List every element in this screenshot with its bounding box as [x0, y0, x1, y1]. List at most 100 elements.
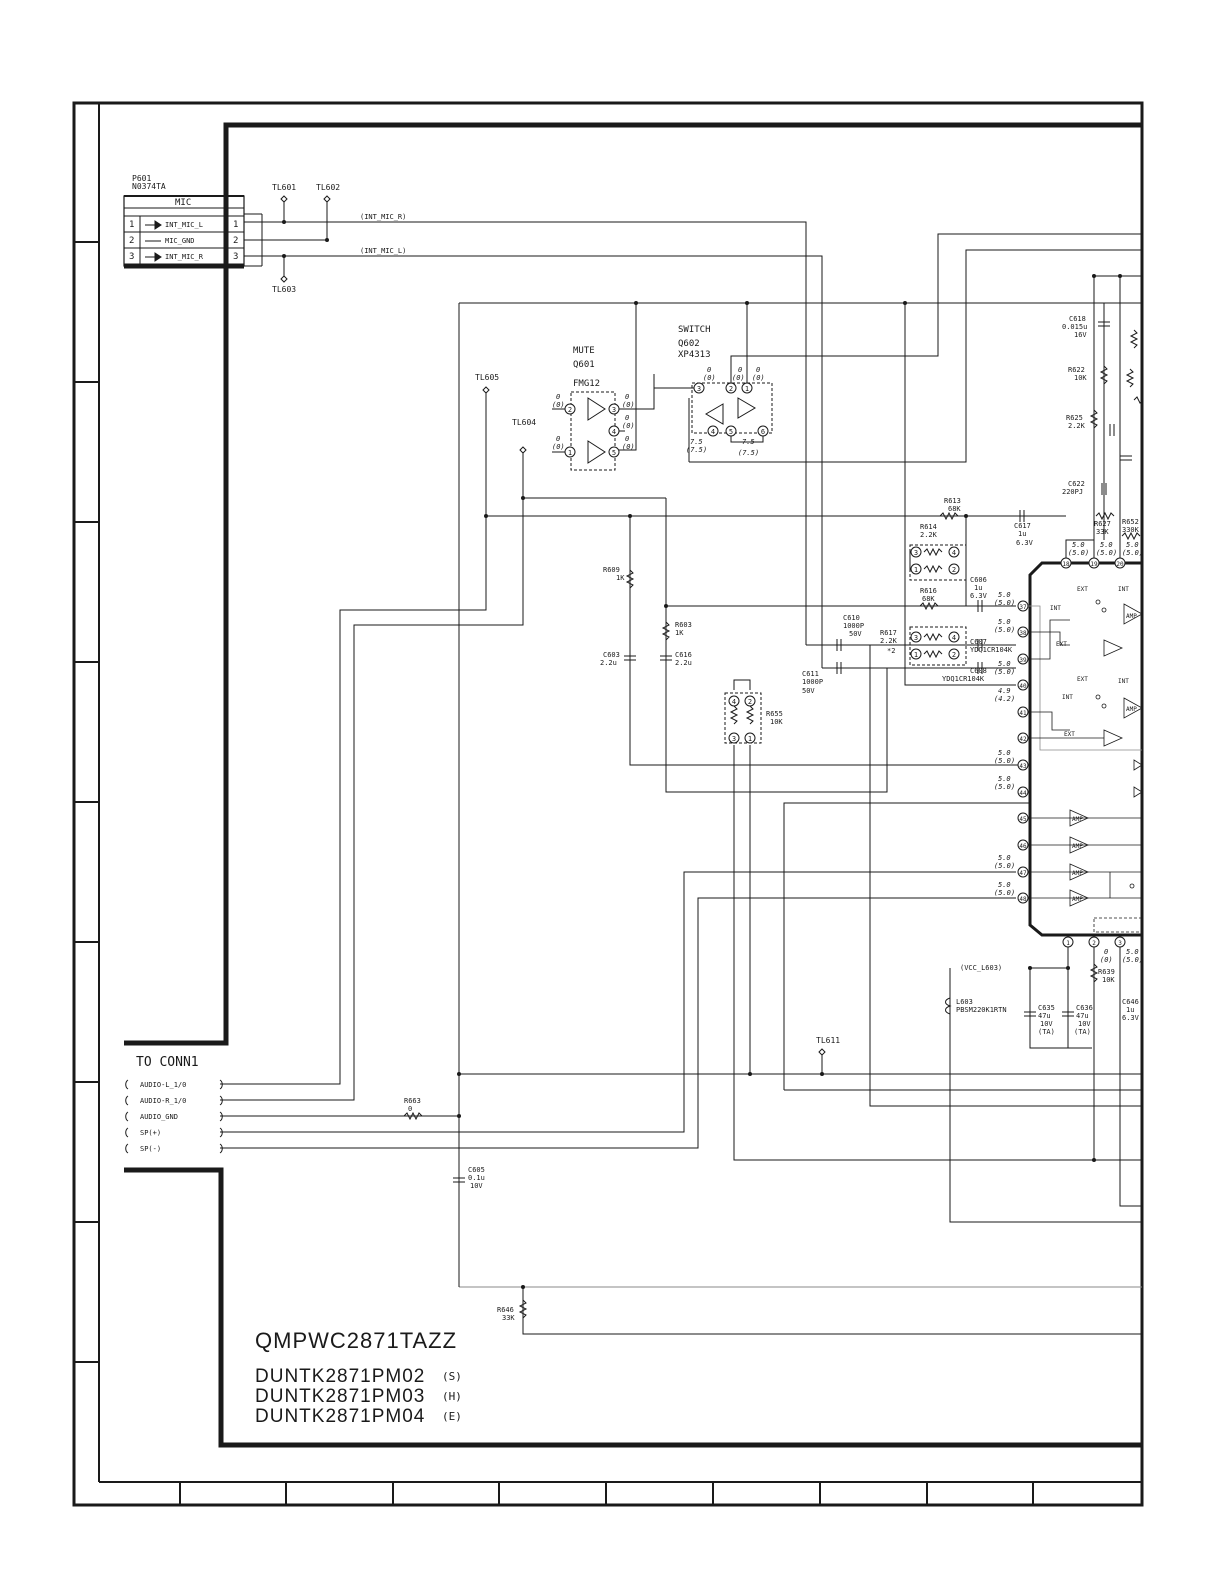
svg-text:4: 4: [711, 428, 715, 436]
svg-text:6: 6: [761, 428, 765, 436]
capacitor-icon: [660, 655, 672, 661]
svg-text:AMP: AMP: [1072, 870, 1083, 877]
test-points: [280, 195, 826, 1056]
svg-text:2.2K: 2.2K: [920, 531, 938, 539]
svg-text:5.0: 5.0: [998, 749, 1011, 757]
svg-text:6.3V: 6.3V: [1016, 539, 1034, 547]
net-int-mic-r: (INT_MIC_R): [360, 213, 406, 221]
svg-text:AMP: AMP: [1072, 816, 1083, 823]
svg-text:(5.0): (5.0): [1122, 956, 1143, 964]
svg-text:2: 2: [1092, 940, 1096, 947]
model-variant-1: DUNTK2871PM02: [255, 1366, 425, 1387]
svg-text:R614: R614: [920, 523, 937, 531]
svg-text:1u: 1u: [974, 584, 982, 592]
svg-text:(0): (0): [752, 374, 765, 382]
svg-text:330K: 330K: [1122, 526, 1140, 534]
resistor-icon: [1099, 365, 1109, 385]
svg-text:4: 4: [612, 428, 616, 436]
amp-icon: [1123, 603, 1143, 625]
svg-text:2: 2: [748, 698, 752, 706]
model-variant-2: DUNTK2871PM03: [255, 1386, 425, 1407]
svg-text:5.0: 5.0: [998, 854, 1011, 862]
svg-text:5.0: 5.0: [998, 660, 1011, 668]
svg-text:44: 44: [1019, 790, 1027, 797]
svg-text:10V: 10V: [470, 1182, 483, 1190]
svg-text:(5.0): (5.0): [994, 783, 1015, 791]
svg-text:0: 0: [707, 366, 711, 374]
resistor-icon: [1125, 368, 1135, 388]
tl605-label: TL605: [475, 373, 499, 382]
svg-text:R616: R616: [920, 587, 937, 595]
junctions: [282, 220, 1122, 1289]
switch-ref: Q602: [678, 339, 700, 349]
svg-text:R625: R625: [1066, 414, 1083, 422]
svg-text:10K: 10K: [770, 718, 783, 726]
svg-text:0: 0: [1104, 948, 1108, 956]
svg-text:(0): (0): [703, 374, 716, 382]
svg-text:37: 37: [1019, 604, 1027, 611]
svg-text:(5.0): (5.0): [994, 599, 1015, 607]
svg-text:16V: 16V: [1074, 331, 1087, 339]
svg-text:AMP: AMP: [1126, 613, 1137, 620]
svg-text:(5.0): (5.0): [994, 889, 1015, 897]
svg-text:AMP: AMP: [1072, 896, 1083, 903]
svg-text:33K: 33K: [502, 1314, 515, 1322]
svg-text:7.5: 7.5: [690, 438, 703, 446]
amp-icon: [1133, 786, 1143, 798]
svg-text:C617: C617: [1014, 522, 1031, 530]
svg-text:1: 1: [568, 449, 572, 457]
svg-text:2.2u: 2.2u: [675, 659, 692, 667]
net-int-mic-l: (INT_MIC_L): [360, 247, 406, 255]
svg-text:YDQ1CR104K: YDQ1CR104K: [970, 646, 1013, 654]
tl604-icon: [519, 446, 527, 454]
svg-text:5.0: 5.0: [998, 618, 1011, 626]
svg-text:0: 0: [556, 435, 560, 443]
model-variant-3: DUNTK2871PM04: [255, 1406, 425, 1427]
svg-text:1: 1: [748, 735, 752, 743]
resistor-icon: [923, 547, 943, 557]
resistor-icon: [403, 1111, 423, 1121]
svg-text:42: 42: [1019, 736, 1027, 743]
svg-text:40: 40: [1019, 683, 1027, 690]
p601-ref: P601: [132, 174, 151, 183]
svg-text:EXT: EXT: [1077, 586, 1088, 593]
resistor-icon: [1095, 511, 1115, 521]
svg-text:0: 0: [625, 414, 629, 422]
svg-text:1K: 1K: [675, 629, 684, 637]
svg-text:5.0: 5.0: [1126, 541, 1139, 549]
p601-pin1-name: INT_MIC_L: [165, 221, 203, 229]
inductor-icon: [945, 997, 952, 1015]
svg-text:C608: C608: [970, 667, 987, 675]
capacitor-icon: [977, 600, 983, 612]
components: [403, 321, 1144, 1319]
svg-text:10V: 10V: [1078, 1020, 1091, 1028]
svg-text:C636: C636: [1076, 1004, 1093, 1012]
tl601-label: TL601: [272, 183, 296, 192]
resistor-icon: [729, 705, 739, 725]
svg-text:4.9: 4.9: [998, 687, 1011, 695]
buffer-icon: [1103, 639, 1123, 657]
mute-part: FMG12: [573, 379, 600, 389]
svg-text:INT: INT: [1118, 586, 1129, 593]
svg-text:(0): (0): [622, 443, 635, 451]
svg-text:(0): (0): [1100, 956, 1113, 964]
svg-text:50V: 50V: [802, 687, 815, 695]
model-suffix-2: (H): [442, 1390, 462, 1403]
svg-text:1K: 1K: [616, 574, 625, 582]
conn1-title: TO CONN1: [136, 1055, 199, 1070]
svg-text:46: 46: [1019, 843, 1027, 850]
capacitor-icon: [836, 662, 842, 674]
resistor-icon: [1089, 963, 1099, 983]
svg-text:(5.0): (5.0): [1068, 549, 1089, 557]
svg-text:3: 3: [914, 549, 918, 557]
svg-text:C611: C611: [802, 670, 819, 678]
svg-text:19: 19: [1090, 561, 1098, 568]
tl603-label: TL603: [272, 285, 296, 294]
mute-label: MUTE: [573, 346, 595, 356]
connector-conn1: TO CONN1 AUDIO-L_1/0 AUDIO-R_1/0 AUDIO_G…: [125, 1055, 223, 1154]
svg-text:(7.5): (7.5): [686, 446, 707, 454]
capacitor-icon: [977, 662, 983, 674]
p601-pin3-name: INT_MIC_R: [165, 253, 204, 261]
